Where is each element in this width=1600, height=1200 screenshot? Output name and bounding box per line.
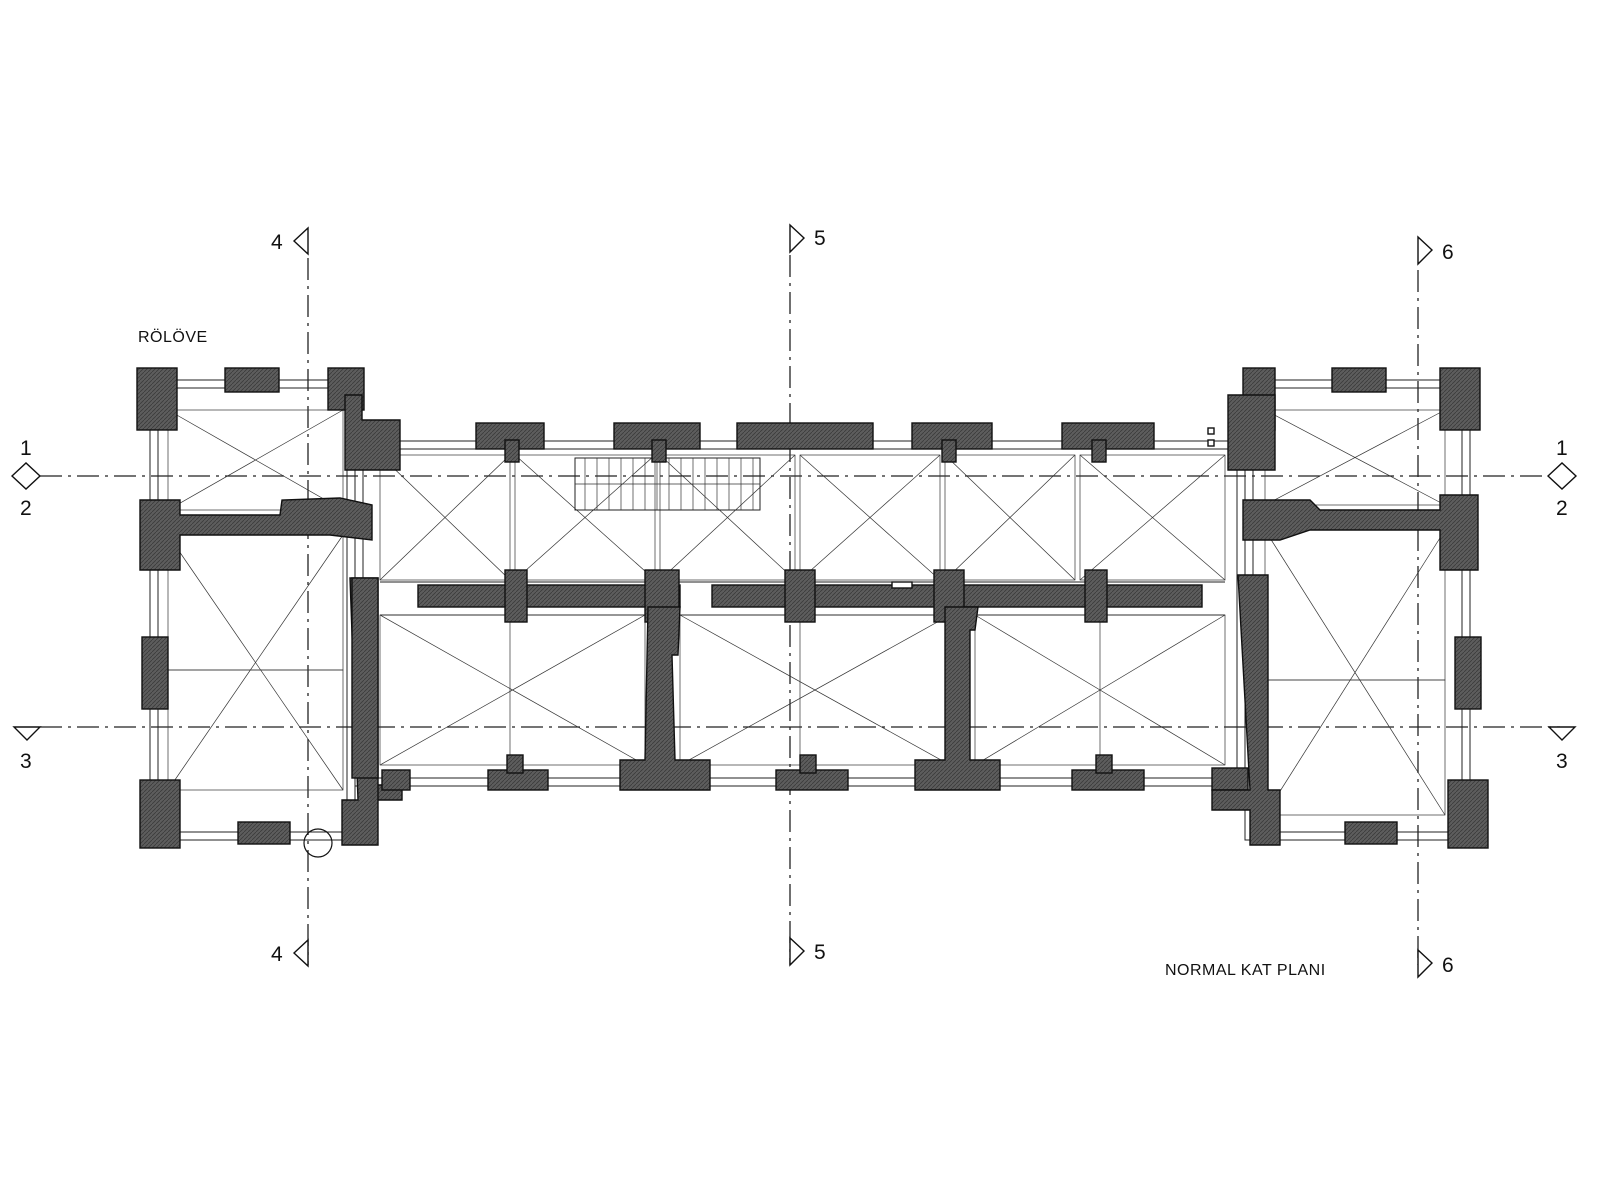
section-marker-6-bottom bbox=[1417, 948, 1434, 979]
section-marker-4-top bbox=[292, 226, 309, 256]
section-label-5-bottom: 5 bbox=[814, 941, 826, 964]
section-label-4-bottom: 4 bbox=[271, 943, 283, 966]
section-label-6-bottom: 6 bbox=[1442, 954, 1454, 977]
section-marker-3-right bbox=[1547, 726, 1577, 741]
column-marker bbox=[303, 828, 333, 858]
section-label-1-left: 1 bbox=[20, 437, 32, 460]
section-label-3-right: 3 bbox=[1556, 750, 1568, 773]
section-label-6-top: 6 bbox=[1442, 241, 1454, 264]
section-marker-3-left bbox=[12, 726, 42, 741]
section-label-5-top: 5 bbox=[814, 227, 826, 250]
section-label-4-top: 4 bbox=[271, 231, 283, 254]
drawing-title: NORMAL KAT PLANI bbox=[1165, 962, 1326, 979]
section-marker-5-bottom bbox=[789, 936, 806, 967]
section-marker-6-top bbox=[1417, 235, 1434, 266]
masonry-walls bbox=[136, 367, 1489, 849]
elevation-note: RÖLÖVE bbox=[138, 328, 208, 346]
section-label-2-right: 2 bbox=[1556, 497, 1568, 520]
staircase bbox=[574, 457, 761, 511]
section-label-3-left: 3 bbox=[20, 750, 32, 773]
section-label-2-left: 2 bbox=[20, 497, 32, 520]
window-detail bbox=[891, 427, 1215, 589]
section-marker-4-bottom bbox=[292, 938, 309, 968]
section-label-1-right: 1 bbox=[1556, 437, 1568, 460]
section-marker-5-top bbox=[789, 223, 806, 254]
section-marker-1-2-left bbox=[10, 462, 42, 490]
section-marker-1-2-right bbox=[1546, 462, 1578, 490]
